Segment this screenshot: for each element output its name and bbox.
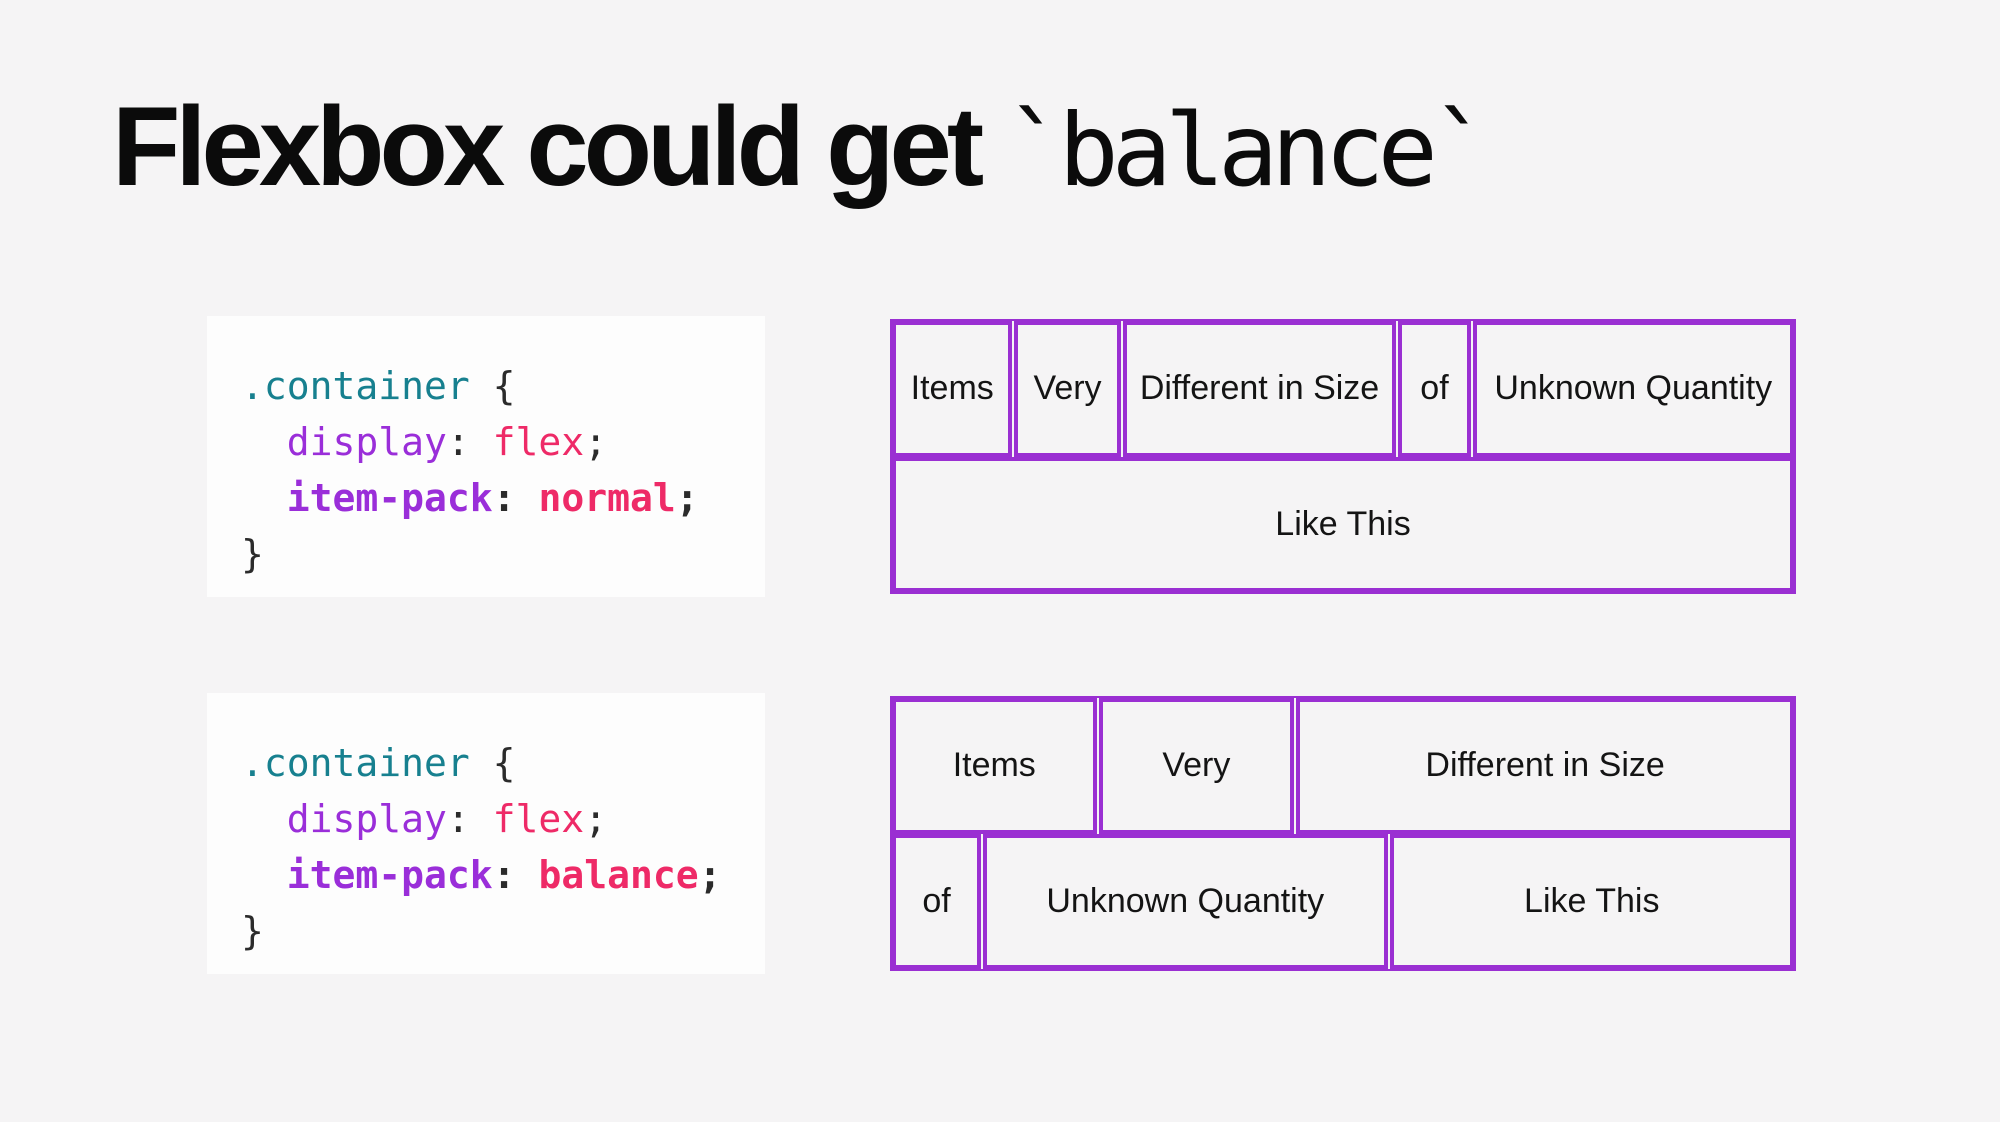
code-line-display: display: flex; [241,420,607,464]
flex-item-items: Items [892,698,1097,834]
css-semicolon: ; [584,797,608,841]
css-prop-item-pack: item-pack [241,853,493,897]
css-colon: : [446,420,493,464]
flex-diagram-normal-row-2: Like This [892,456,1794,592]
flex-item-like-this: Like This [1389,833,1794,969]
css-prop-item-pack: item-pack [241,476,493,520]
css-open-brace: { [469,364,516,408]
css-value-flex: flex [492,420,585,464]
css-semicolon: ; [698,853,722,897]
flex-item-very: Very [1098,698,1295,834]
css-prop-display: display [241,420,447,464]
css-prop-display: display [241,797,447,841]
title-code-text: `balance` [1005,92,1491,209]
css-semicolon: ; [675,476,699,520]
flex-item-items: Items [892,321,1013,457]
title-text: Flexbox could get [112,84,1006,209]
css-colon: : [492,853,539,897]
code-block-normal: .container { display: flex; item-pack: n… [207,316,765,597]
flex-diagram-balance: Items Very Different in Size of Unknown … [890,696,1796,971]
css-value-normal: normal [538,476,676,520]
flex-diagram-balance-row-1: Items Very Different in Size [892,698,1794,834]
css-close-brace: } [241,532,264,576]
css-value-flex: flex [492,797,585,841]
code-block-balance: .container { display: flex; item-pack: b… [207,693,765,974]
flex-item-different-in-size: Different in Size [1122,321,1397,457]
code-line-item-pack: item-pack: normal; [241,476,699,520]
flex-item-different-in-size: Different in Size [1296,698,1794,834]
page-title: Flexbox could get `balance` [112,84,1491,209]
code-line-close: } [241,532,264,576]
flex-diagram-balance-row-2: of Unknown Quantity Like This [892,833,1794,969]
css-open-brace: { [469,741,516,785]
flex-diagram-normal: Items Very Different in Size of Unknown … [890,319,1796,594]
css-semicolon: ; [584,420,608,464]
css-selector: .container [241,741,470,785]
code-line-selector: .container { [241,741,516,785]
css-value-balance: balance [538,853,699,897]
flex-item-very: Very [1014,321,1121,457]
flex-diagram-normal-row-1: Items Very Different in Size of Unknown … [892,321,1794,457]
flex-item-unknown-quantity: Unknown Quantity [1472,321,1794,457]
code-line-item-pack: item-pack: balance; [241,853,722,897]
flex-item-like-this: Like This [892,456,1794,592]
css-selector: .container [241,364,470,408]
code-line-display: display: flex; [241,797,607,841]
code-line-selector: .container { [241,364,516,408]
css-colon: : [446,797,493,841]
css-close-brace: } [241,909,264,953]
flex-item-unknown-quantity: Unknown Quantity [983,833,1388,969]
css-colon: : [492,476,539,520]
flex-item-of: of [1398,321,1471,457]
flex-item-of: of [892,833,982,969]
code-line-close: } [241,909,264,953]
